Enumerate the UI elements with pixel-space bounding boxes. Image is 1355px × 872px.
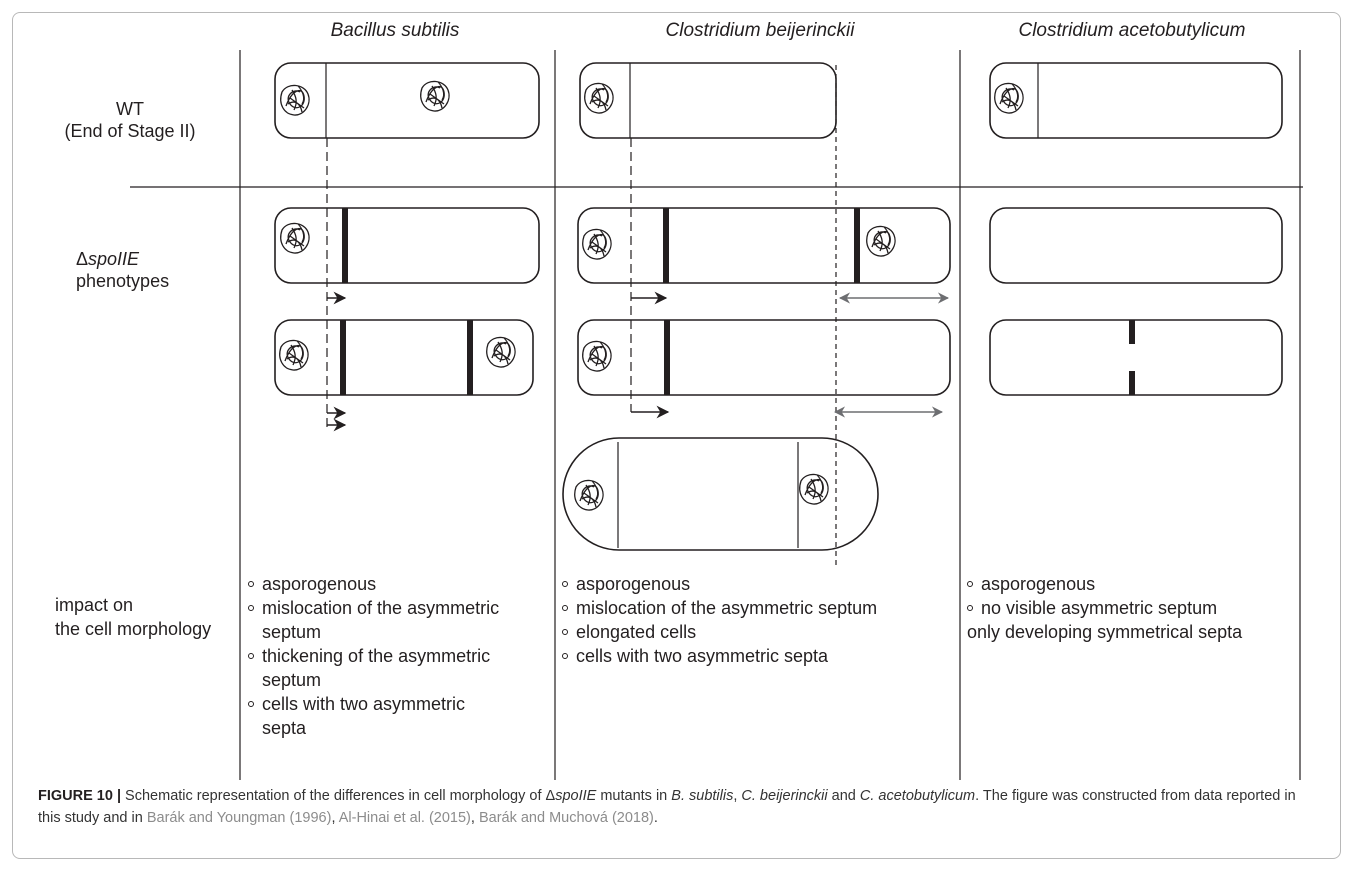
acetobutylicum-wt-cell: [989, 62, 1283, 139]
bacillus-mutant-cell-2: [274, 319, 534, 396]
reference-link[interactable]: Al-Hinai et al. (2015): [338, 810, 471, 826]
figure-caption: FIGURE 10 | Schematic representation of …: [38, 788, 1296, 826]
impact-item: thickening of the asymmetric: [248, 644, 548, 668]
beijerinckii-mutant-cell-3: [562, 437, 879, 551]
row-label-impact-line2: the cell morphology: [55, 619, 212, 639]
bullet-icon: [967, 605, 973, 611]
beijerinckii-mutant-cell-2: [577, 319, 951, 396]
impact-item: mislocation of the asymmetric septum: [562, 596, 957, 620]
row-label-wt: WT (End of Stage II): [30, 98, 230, 142]
impact-item: asporogenous: [562, 572, 957, 596]
impact-item: asporogenous: [248, 572, 548, 596]
impact-item: cells with two asymmetric: [248, 692, 548, 716]
row-label-impact: impact on the cell morphology: [55, 593, 211, 641]
column-header-acetobutylicum: Clostridium acetobutylicum: [1018, 20, 1246, 41]
acetobutylicum-mutant-cell-2: [989, 319, 1283, 396]
bullet-icon: [562, 629, 568, 635]
row-label-mutant-line2: phenotypes: [76, 271, 170, 291]
bullet-icon: [562, 605, 568, 611]
bullet-icon: [248, 605, 254, 611]
column-header-bacillus: Bacillus subtilis: [330, 20, 460, 41]
bullet-icon: [562, 581, 568, 587]
row-label-mutant: ΔspoIIE phenotypes: [76, 248, 169, 292]
impact-item-continuation: septa: [262, 718, 307, 738]
row-label-wt-line1: WT: [116, 99, 144, 119]
impact-list-acetobutylicum: asporogenous no visible asymmetric septu…: [967, 572, 1297, 644]
impact-item-plain: only developing symmetrical septa: [967, 622, 1243, 642]
impact-item: no visible asymmetric septum: [967, 596, 1297, 620]
row-label-wt-line2: (End of Stage II): [64, 121, 196, 141]
row-label-impact-line1: impact on: [55, 595, 134, 615]
impact-item-continuation: septum: [262, 670, 322, 690]
figure-label: FIGURE 10 |: [38, 788, 122, 804]
bullet-icon: [248, 581, 254, 587]
beijerinckii-mutant-cell-1: [577, 207, 951, 284]
column-header-beijerinckii: Clostridium beijerinckii: [665, 20, 855, 41]
row-label-mutant-line1: ΔspoIIE: [76, 248, 169, 270]
bullet-icon: [967, 581, 973, 587]
impact-item: elongated cells: [562, 620, 957, 644]
impact-item: mislocation of the asymmetric: [248, 596, 548, 620]
bullet-icon: [248, 701, 254, 707]
delta-symbol: Δ: [76, 249, 89, 269]
acetobutylicum-mutant-cell-1: [989, 207, 1283, 284]
impact-list-bacillus: asporogenous mislocation of the asymmetr…: [248, 572, 548, 740]
figure-border: [12, 12, 1341, 859]
reference-link[interactable]: Barák and Muchová (2018): [478, 810, 654, 826]
bacillus-mutant-cell-1: [274, 207, 540, 284]
reference-link[interactable]: Barák and Youngman (1996): [146, 810, 332, 826]
beijerinckii-wt-cell: [579, 62, 837, 139]
bullet-icon: [248, 653, 254, 659]
impact-list-beijerinckii: asporogenous mislocation of the asymmetr…: [562, 572, 957, 668]
impact-item: cells with two asymmetric septa: [562, 644, 957, 668]
bacillus-wt-cell: [274, 62, 540, 139]
impact-item-continuation: septum: [262, 622, 322, 642]
impact-item: asporogenous: [967, 572, 1297, 596]
bullet-icon: [562, 653, 568, 659]
gene-name: spoIIE: [88, 249, 140, 269]
